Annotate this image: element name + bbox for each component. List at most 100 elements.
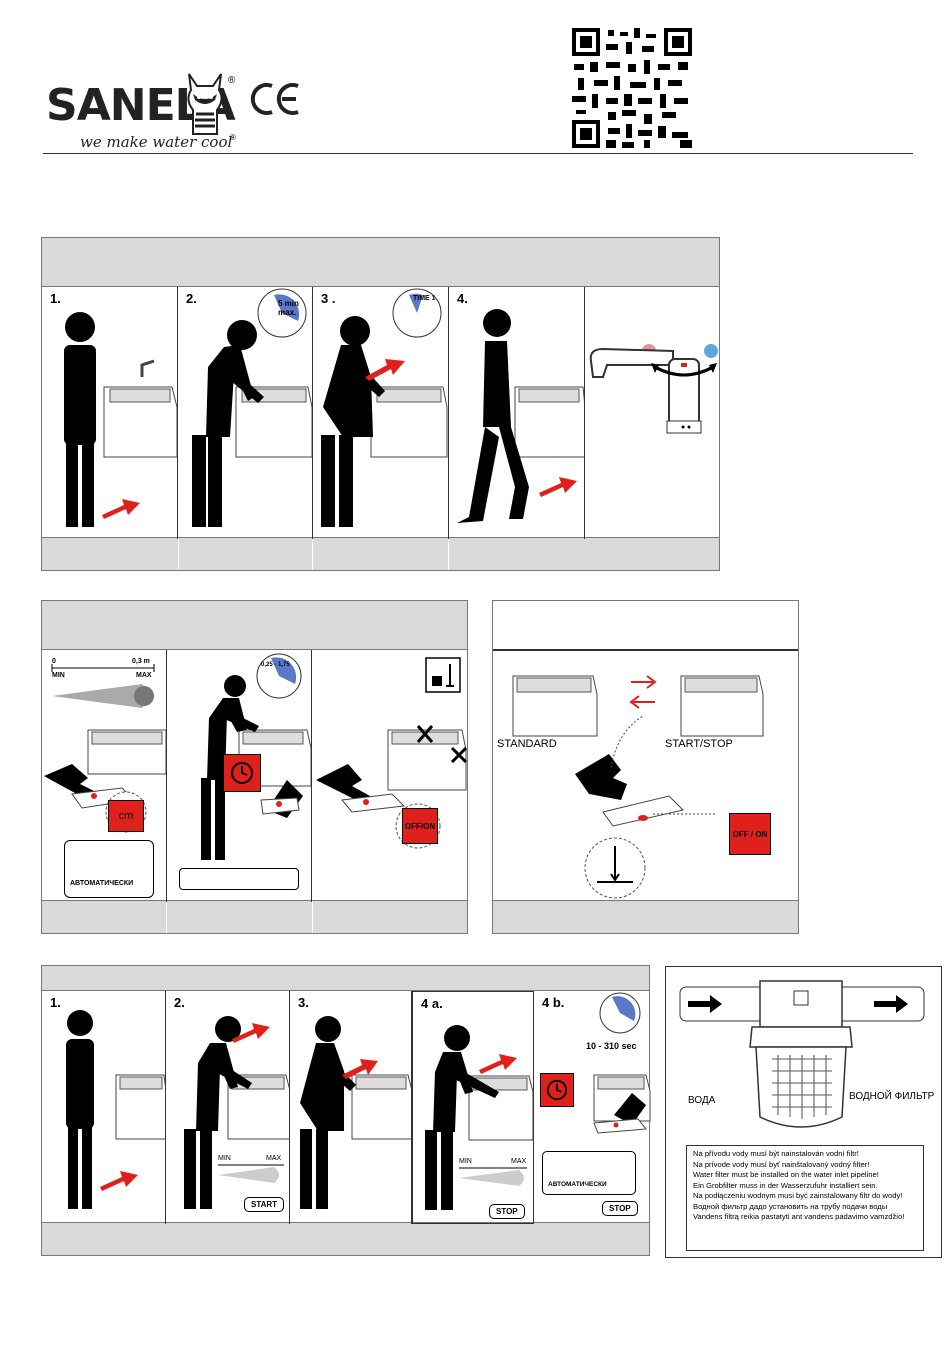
auto-display bbox=[542, 1151, 636, 1195]
person-timer-setting-icon bbox=[201, 653, 311, 860]
offon-label: OFF / ON bbox=[732, 829, 768, 839]
section-operation: 1. 2. MIN MAX START 3. bbox=[41, 965, 651, 1256]
step-number: 3 . bbox=[321, 291, 336, 306]
note-ru: Водной фильтр дадо установить на трубу п… bbox=[693, 1201, 888, 1211]
section-water-filter: ВОДА ВОДНОЙ ФИЛЬТР bbox=[665, 966, 942, 1258]
range-max-value: 0,3 m bbox=[132, 658, 150, 665]
start-button[interactable]: START bbox=[244, 1197, 285, 1212]
timer-button[interactable] bbox=[540, 1073, 574, 1107]
note-pl: Na podłączeniu wodnym musi być zainstalo… bbox=[693, 1191, 903, 1200]
note-de: Ein Grobfilter muss in der Wasserzufuhr … bbox=[693, 1180, 878, 1190]
section-header bbox=[42, 601, 467, 650]
standard-label: STANDARD bbox=[497, 738, 557, 750]
timer-badge: 5 min max. bbox=[278, 299, 299, 317]
step-number: 4 b. bbox=[542, 995, 565, 1010]
clock-icon bbox=[546, 1079, 568, 1101]
note-lt: Vandens filtrą reikia pastatyti ant vand… bbox=[693, 1212, 905, 1221]
person-approaching-icon bbox=[66, 1010, 165, 1209]
range-max-label: MAX bbox=[266, 1155, 282, 1162]
section-sensor-range: 0 0,3 m MIN MAX cm АВТОМАТИЧЕСКИ bbox=[41, 600, 468, 934]
offon-button[interactable]: OFF / ON bbox=[729, 813, 771, 855]
section-footer bbox=[493, 900, 798, 933]
auto-display bbox=[64, 840, 154, 898]
person-hands-removed-icon bbox=[300, 1016, 411, 1209]
water-filter-illustration bbox=[679, 980, 925, 1128]
step-number: 2. bbox=[174, 995, 185, 1010]
range-min-value: 0 bbox=[52, 658, 56, 665]
section-header bbox=[493, 601, 798, 651]
stop-button[interactable]: STOP bbox=[489, 1204, 525, 1219]
auto-stop-icon bbox=[593, 992, 651, 1134]
registered-mark-small: ® bbox=[230, 133, 236, 142]
filter-label: ВОДНОЙ ФИЛЬТР bbox=[849, 1091, 935, 1102]
time-range-label: 10 - 310 sec bbox=[586, 1041, 637, 1051]
qr-code-icon[interactable] bbox=[572, 28, 692, 148]
op-step-3: 3. bbox=[290, 991, 412, 1224]
clock-icon bbox=[231, 762, 253, 784]
timer-badge: TIME 1 bbox=[413, 295, 436, 302]
step-number: 2. bbox=[186, 291, 197, 306]
water-label: ВОДА bbox=[688, 1095, 716, 1106]
cm-button[interactable]: cm bbox=[108, 800, 144, 832]
step-panel-4: 4. bbox=[449, 287, 585, 539]
time-range-badge: 0,25 - 1,75 bbox=[261, 662, 290, 668]
mode-switch-illustration bbox=[512, 675, 764, 899]
range-min-label: MIN bbox=[459, 1158, 472, 1165]
step-number: 4 a. bbox=[421, 996, 443, 1011]
section-mode-switch: STANDARD START/STOP OFF / ON bbox=[492, 600, 799, 934]
time-display bbox=[179, 868, 299, 890]
flow-arrow-icon bbox=[874, 995, 908, 1013]
cleaning-mode-icon bbox=[316, 657, 468, 849]
timer-button[interactable] bbox=[223, 754, 261, 792]
step-panel-tap bbox=[585, 287, 721, 539]
offon-panel: OFF/ON bbox=[312, 650, 468, 902]
person-hands-under-faucet-icon bbox=[184, 1016, 289, 1209]
person-approaching-icon bbox=[64, 312, 177, 527]
op-step-4b: 4 b. 10 - 310 sec АВТОМАТИЧЕСКИ STOP bbox=[534, 991, 651, 1224]
tagline: we make water cool bbox=[80, 133, 233, 151]
range-panel: 0 0,3 m MIN MAX cm АВТОМАТИЧЕСКИ bbox=[42, 650, 166, 902]
step-panel-1: 1. bbox=[42, 287, 178, 539]
tap-temperature-lever-icon bbox=[589, 344, 718, 434]
section-installation: 1. 2. 5 min max. 3 . bbox=[41, 237, 720, 571]
note-en: Water filter must be installed on the wa… bbox=[693, 1170, 879, 1179]
op-step-1: 1. bbox=[42, 991, 166, 1224]
section-footer bbox=[42, 1222, 649, 1255]
op-step-2: 2. MIN MAX START bbox=[166, 991, 290, 1224]
step-number: 4. bbox=[457, 291, 468, 306]
offon-button[interactable]: OFF/ON bbox=[402, 808, 438, 844]
ce-mark bbox=[250, 83, 299, 115]
range-max-label: MAX bbox=[136, 672, 152, 679]
range-max-label: MAX bbox=[511, 1158, 527, 1165]
offon-label: OFF/ON bbox=[404, 821, 436, 831]
note-cz: Na přívodu vody musí být nainstalován vo… bbox=[693, 1149, 859, 1158]
step-panel-3: 3 . TIME 1 bbox=[313, 287, 449, 539]
stop-button[interactable]: STOP bbox=[602, 1201, 638, 1216]
registered-mark: ® bbox=[228, 75, 236, 86]
range-min-label: MIN bbox=[52, 672, 65, 679]
step-number: 1. bbox=[50, 995, 61, 1010]
timer-panel: 0,25 - 1,75 bbox=[166, 650, 312, 902]
raccoon-mascot-icon bbox=[187, 73, 223, 135]
step-panel-2: 2. 5 min max. bbox=[178, 287, 313, 539]
step-number: 3. bbox=[298, 995, 309, 1010]
flow-arrow-icon bbox=[688, 995, 722, 1013]
person-hands-under-faucet-icon bbox=[192, 288, 312, 527]
person-hands-under-faucet-icon bbox=[425, 1025, 533, 1210]
cm-label: cm bbox=[118, 810, 134, 822]
step-number: 1. bbox=[50, 291, 61, 306]
auto-label: АВТОМАТИЧЕСКИ bbox=[548, 1181, 607, 1188]
filter-warning-notes: Na přívodu vody musí být nainstalován vo… bbox=[686, 1145, 924, 1251]
person-walking-away-icon bbox=[457, 309, 584, 523]
person-hands-removed-icon bbox=[321, 288, 448, 527]
op-step-4a: 4 a. MIN MAX STOP bbox=[412, 991, 534, 1224]
range-min-label: MIN bbox=[218, 1155, 231, 1162]
section-header bbox=[42, 238, 719, 287]
note-sk: Na prívode vody musí byť nainštalovaný v… bbox=[693, 1159, 870, 1169]
section-header bbox=[42, 966, 649, 991]
auto-label: АВТОМАТИЧЕСКИ bbox=[70, 880, 134, 887]
startstop-label: START/STOP bbox=[665, 738, 733, 750]
header-divider bbox=[43, 153, 913, 154]
section-footer bbox=[42, 537, 719, 570]
section-footer bbox=[42, 900, 467, 933]
